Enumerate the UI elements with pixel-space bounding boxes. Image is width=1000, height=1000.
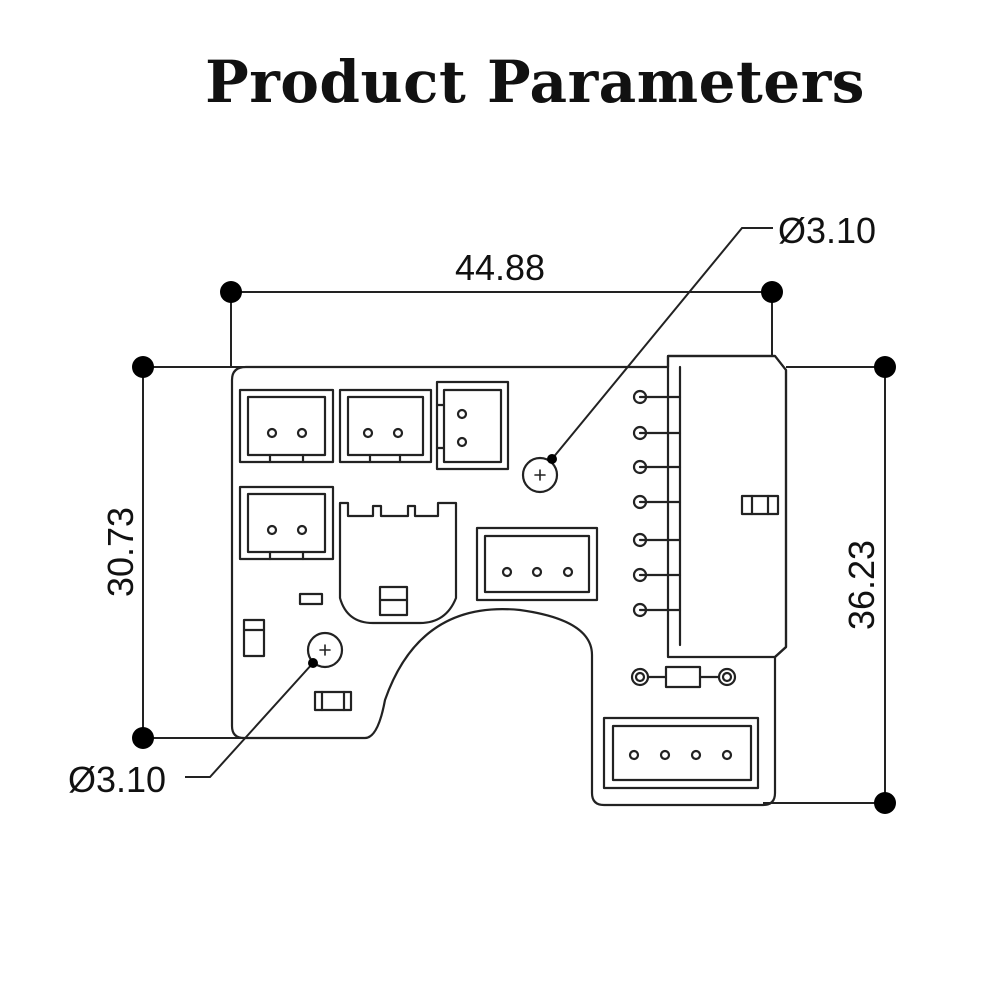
smd-resistor <box>298 592 324 606</box>
leader-dot <box>308 658 318 668</box>
connector-2pin-2 <box>338 388 433 464</box>
right-height-label: 36.23 <box>841 540 882 630</box>
connector-2pin-1 <box>238 388 335 464</box>
width-label: 44.88 <box>455 247 545 288</box>
connector-4pin <box>602 716 760 790</box>
dim-dot <box>132 356 154 378</box>
left-height-label: 30.73 <box>100 507 141 597</box>
leader-dot <box>547 454 557 464</box>
smd-component-tall <box>242 618 266 658</box>
page-title: Product Parameters <box>205 48 865 116</box>
mounting-hole-top <box>521 456 559 494</box>
connector-2pin-vertical <box>435 380 510 471</box>
dim-dot <box>761 281 783 303</box>
dim-dot <box>220 281 242 303</box>
dim-dot <box>874 356 896 378</box>
mounting-hole-bottom <box>306 631 344 669</box>
header-pins <box>632 389 682 618</box>
leader-bottom-hole <box>185 662 314 778</box>
diode <box>630 665 737 689</box>
hole-top-label: Ø3.10 <box>778 210 876 251</box>
connector-latch <box>338 501 458 625</box>
dim-dot <box>132 727 154 749</box>
leader-top-hole <box>551 227 773 460</box>
connector-3pin <box>475 526 599 602</box>
connector-2pin-3 <box>238 485 335 561</box>
hole-bottom-label: Ø3.10 <box>68 759 166 800</box>
smd-component-wide <box>313 690 353 712</box>
connector-7pin-header <box>666 354 788 659</box>
pcb-board-outline <box>230 354 788 807</box>
dim-dot <box>874 792 896 814</box>
